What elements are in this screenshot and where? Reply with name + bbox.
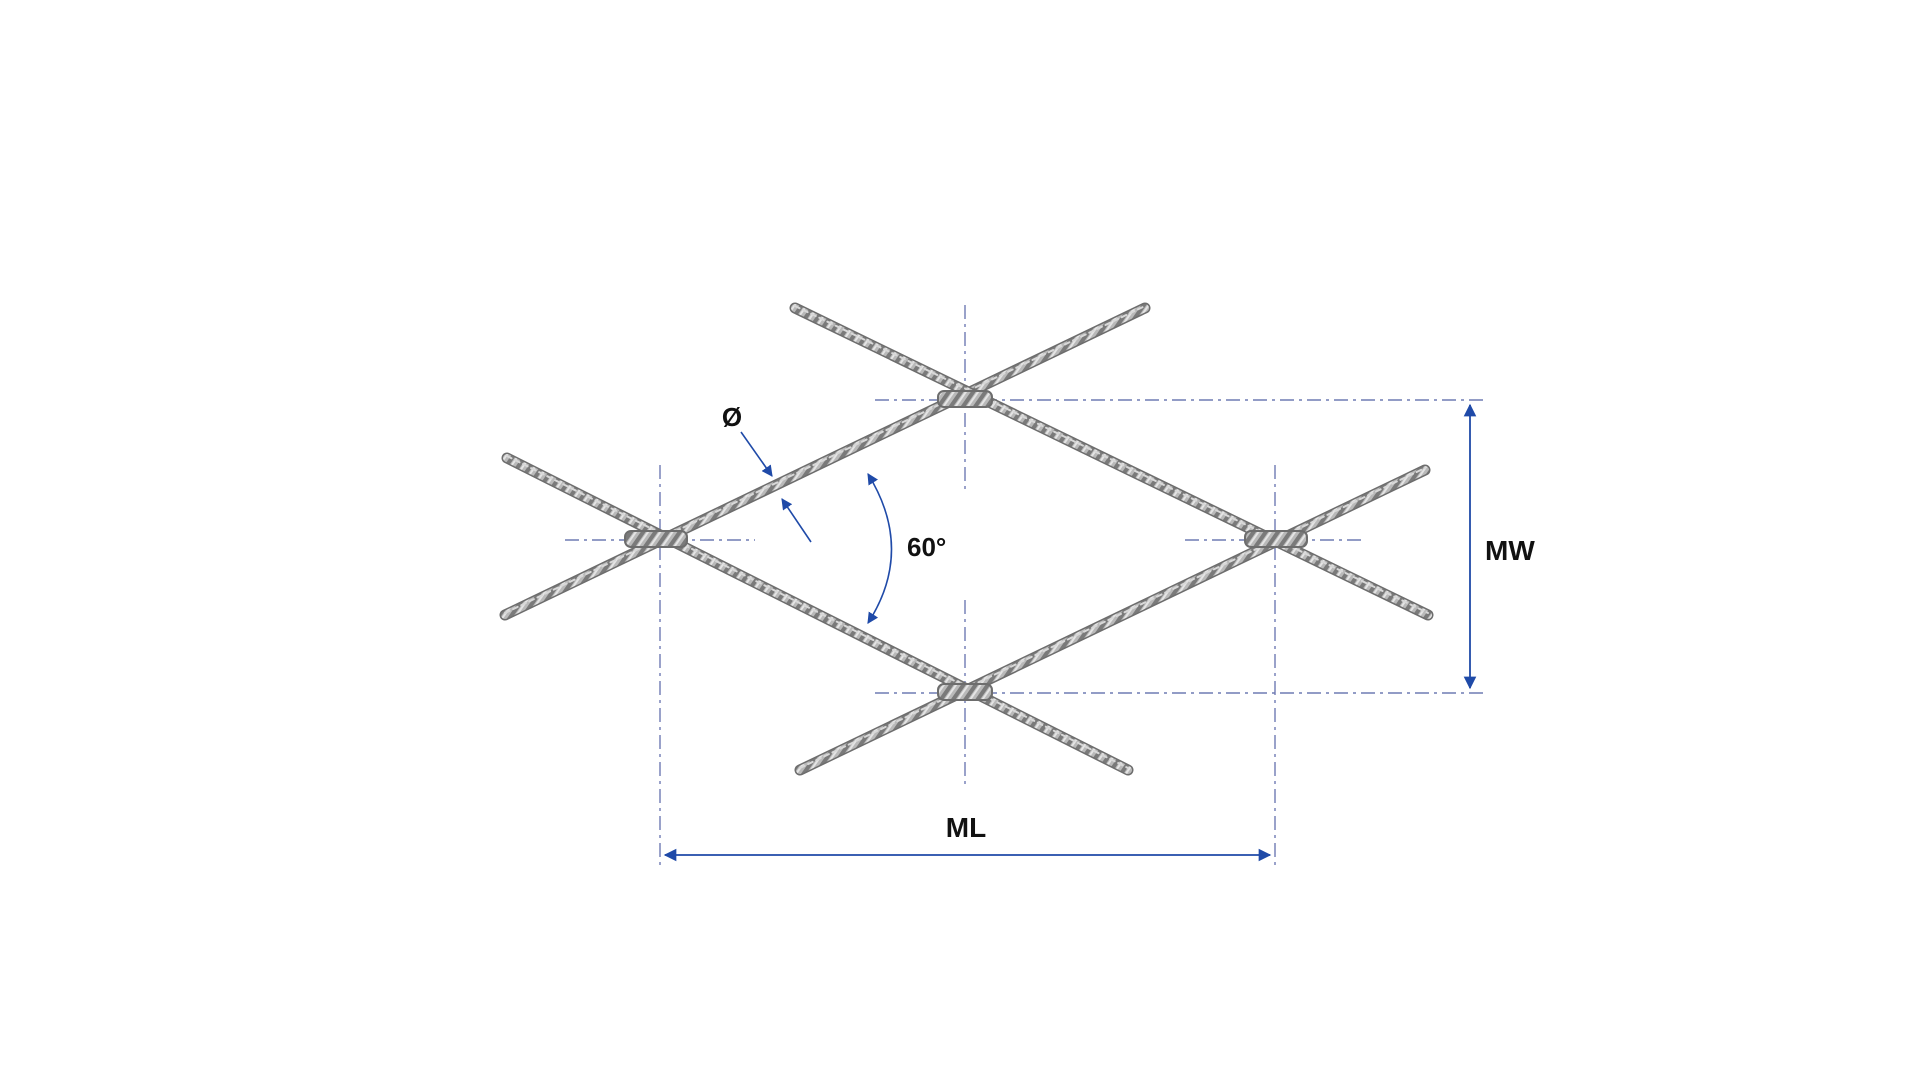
centerlines: [565, 305, 1485, 870]
knot-top: [937, 390, 993, 408]
rope-c: [501, 452, 1134, 776]
knot-bottom: [937, 683, 993, 701]
angle-arc: [867, 473, 893, 624]
rope-b: [789, 302, 1434, 621]
angle-label: 60°: [907, 532, 946, 562]
mesh-knots: [624, 390, 1308, 701]
mesh-width-label: MW: [1485, 535, 1535, 566]
wire-ropes: [499, 302, 1434, 776]
diameter-arrow-upper: [740, 431, 773, 477]
diameter-label: Ø: [722, 402, 742, 432]
knot-left: [624, 530, 688, 548]
mesh-length-label: ML: [946, 812, 986, 843]
diameter-arrow-lower: [781, 498, 812, 543]
knot-right: [1244, 530, 1308, 548]
diameter-indicator: [740, 431, 812, 543]
rope-a: [499, 302, 1151, 621]
rope-d: [794, 464, 1431, 776]
